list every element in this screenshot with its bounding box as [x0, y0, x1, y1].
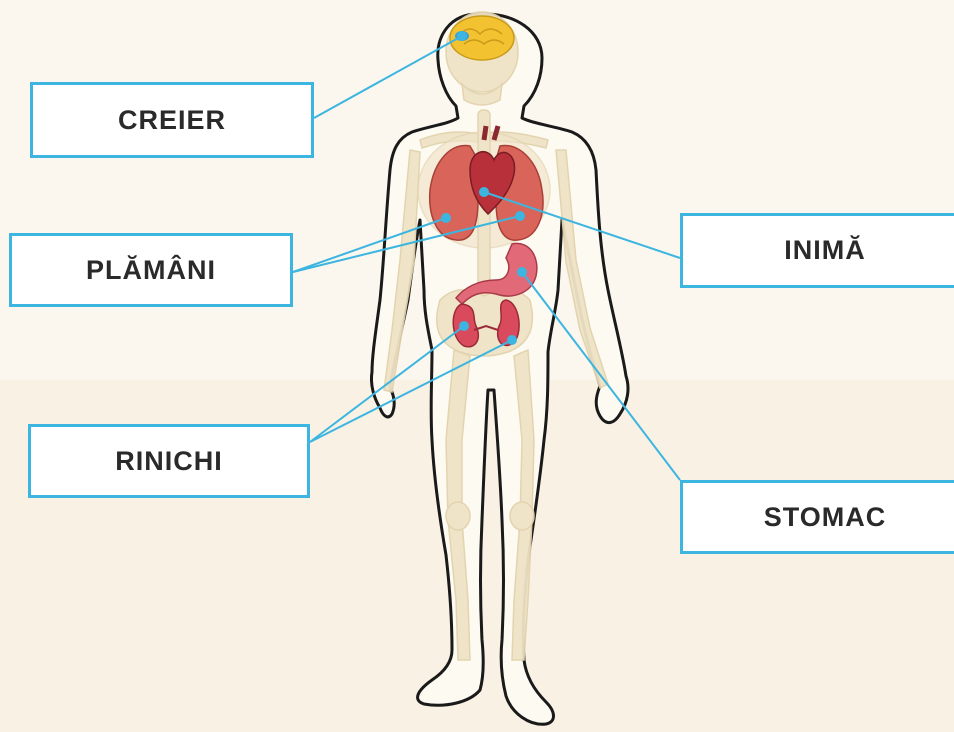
label-heart: INIMĂ [680, 213, 954, 288]
leader-dot-lungs-right [516, 212, 524, 220]
leader-dot-lungs-left [442, 214, 450, 222]
label-stomach: STOMAC [680, 480, 954, 554]
label-lungs: PLĂMÂNI [9, 233, 293, 307]
label-kidneys: RINICHI [28, 424, 310, 498]
leader-dot-kidneys-left [460, 322, 468, 330]
left-knee [446, 502, 470, 530]
leader-dot-kidneys-right [508, 336, 516, 344]
leader-dot-brain [458, 32, 466, 40]
leader-dot-stomach [518, 268, 526, 276]
leader-dot-heart [480, 188, 488, 196]
right-knee [510, 502, 534, 530]
label-brain: CREIER [30, 82, 314, 158]
